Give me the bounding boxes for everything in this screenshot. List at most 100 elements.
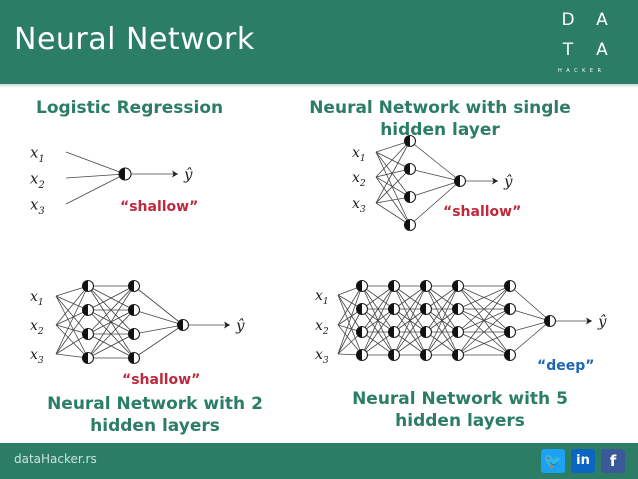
edge: [87, 285, 135, 311]
neuron-node-fill: [356, 303, 362, 315]
neuron-node-fill: [504, 280, 510, 292]
logo: D A T A HACKER: [554, 0, 620, 78]
edge: [361, 308, 395, 356]
footer-bar: dataHacker.rs: [0, 443, 638, 479]
edge: [337, 324, 363, 356]
edge: [425, 331, 459, 356]
yhat-label: ŷ: [503, 172, 513, 190]
edge: [337, 308, 363, 355]
two-shallow-tag: “shallow”: [122, 372, 201, 388]
edge: [375, 140, 411, 204]
neuron-node-fill: [82, 328, 88, 340]
yhat-label: ŷ: [235, 316, 245, 334]
edge: [375, 168, 411, 204]
edge: [337, 294, 363, 356]
input-label: x3: [352, 196, 366, 215]
single-title-line1: Neural Network with single: [309, 98, 571, 118]
neuron-node-fill: [544, 315, 550, 327]
edge: [133, 285, 184, 326]
edge: [375, 151, 411, 170]
logo-subtitle: HACKER: [558, 68, 606, 74]
output-arrow: [224, 321, 230, 329]
twitter-icon[interactable]: 🐦: [541, 449, 565, 473]
edge: [375, 176, 411, 198]
logo-letter: A: [596, 40, 608, 60]
edge: [457, 308, 511, 356]
neuron-node-fill: [420, 349, 426, 361]
input-label: x3: [315, 347, 329, 366]
two-title-line1: Neural Network with 2: [47, 394, 263, 414]
edge: [55, 285, 89, 355]
edge: [87, 285, 135, 335]
page-title: Neural Network: [14, 22, 255, 57]
edge: [409, 180, 461, 226]
edge: [425, 285, 459, 356]
edge: [409, 168, 461, 182]
edge: [457, 285, 511, 310]
neuron-node-fill: [420, 280, 426, 292]
neuron-node-fill: [504, 326, 510, 338]
footer-brand: dataHacker.rs: [14, 452, 97, 466]
neuron-node-fill: [119, 168, 125, 180]
neuron-node-fill: [356, 349, 362, 361]
linkedin-icon[interactable]: in: [571, 449, 595, 473]
output-arrow: [172, 170, 178, 178]
edge: [375, 202, 411, 226]
neuron-node-fill: [452, 326, 458, 338]
neuron-node-fill: [388, 280, 394, 292]
neuron-node-fill: [388, 303, 394, 315]
edge: [55, 333, 89, 355]
neuron-node-fill: [504, 349, 510, 361]
edge: [361, 285, 395, 356]
edge: [55, 309, 89, 355]
edge: [393, 285, 427, 356]
logistic-shallow-tag: “shallow”: [120, 199, 199, 215]
yhat-label: ŷ: [183, 165, 193, 183]
neuron-node-fill: [454, 175, 460, 187]
neuron-node-fill: [420, 326, 426, 338]
logo-letter: T: [562, 40, 574, 60]
edge: [337, 294, 363, 333]
edge: [457, 285, 511, 356]
logo-letter: D: [561, 10, 575, 30]
header-shadow: [0, 84, 638, 88]
neuron-node-fill: [452, 303, 458, 315]
two-title-line2: hidden layers: [90, 416, 220, 436]
neuron-node-fill: [504, 303, 510, 315]
neuron-node-fill: [128, 280, 134, 292]
input-label: x2: [352, 170, 366, 189]
neuron-node-fill: [404, 219, 410, 231]
five-deep-tag: “deep”: [537, 358, 595, 374]
neuron-node-fill: [420, 303, 426, 315]
edge: [375, 151, 411, 226]
edge: [509, 320, 551, 356]
neuron-node-fill: [388, 349, 394, 361]
neuron-node-fill: [128, 352, 134, 364]
edge: [425, 285, 459, 310]
input-label: x2: [30, 169, 45, 191]
logistic-title: Logistic Regression: [36, 98, 224, 118]
edge: [457, 285, 511, 333]
edge: [55, 295, 89, 335]
edge: [87, 285, 135, 359]
edge: [87, 309, 135, 359]
edge: [409, 180, 461, 198]
five-title-line2: hidden layers: [395, 411, 525, 431]
edge: [361, 285, 395, 310]
neuron-node-fill: [452, 349, 458, 361]
facebook-icon[interactable]: f: [601, 449, 625, 473]
neuron-node-fill: [82, 280, 88, 292]
neuron-node-fill: [128, 304, 134, 316]
edge: [55, 295, 89, 359]
output-arrow: [492, 177, 498, 185]
neuron-node-fill: [452, 280, 458, 292]
neuron-node-fill: [356, 280, 362, 292]
edge: [393, 331, 427, 356]
input-label: x3: [30, 195, 45, 217]
edge: [509, 285, 551, 322]
edge: [393, 308, 427, 356]
edge: [425, 308, 459, 356]
edge: [361, 331, 395, 356]
edge: [375, 151, 411, 198]
